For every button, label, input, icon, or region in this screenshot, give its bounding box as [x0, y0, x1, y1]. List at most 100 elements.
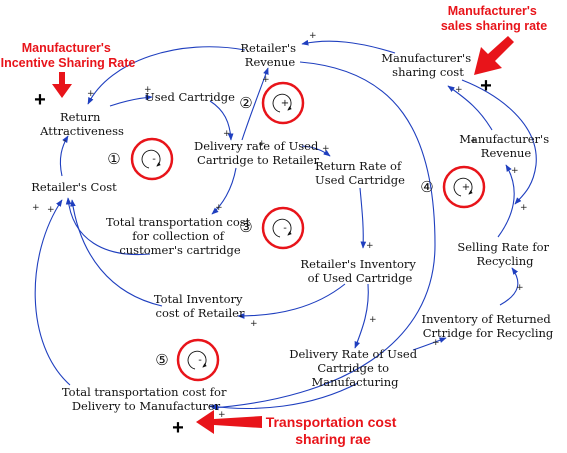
- loop-markers: ① - ② + ③ - ④ + ⑤ -: [107, 81, 486, 382]
- loop-polarity: -: [152, 154, 156, 165]
- loop-ring: [130, 137, 174, 181]
- link-transport-cost-collection-to-retailers-cost: [65, 197, 151, 256]
- node-manufacturers-revenue: Manufacturer's Revenue: [459, 132, 553, 160]
- policy-sign-sales: +: [480, 75, 492, 97]
- link-sign: +: [87, 89, 95, 99]
- node-total-transportation-cost-delivery-manufacturer: Total transportation cost for Delivery t…: [62, 385, 230, 413]
- link-sign: +: [218, 410, 226, 420]
- policy-incentive-sharing-rate: Manufacturer's Incentive Sharing Rate +: [1, 41, 136, 111]
- link-sign: +: [516, 283, 524, 293]
- loop-5: ⑤ -: [155, 338, 220, 382]
- link-signs: + + + + + + + + + - + + + + + + + + + + …: [32, 31, 528, 420]
- link-sign: +: [432, 338, 440, 348]
- link-sign: -: [63, 136, 66, 146]
- loop-number: ①: [107, 150, 120, 168]
- link-sign: +: [366, 241, 374, 251]
- loop-polarity: +: [281, 98, 289, 109]
- link-sign: +: [258, 139, 266, 149]
- link-delivery-rate-retailer-to-return-rate: [301, 145, 331, 157]
- loop-ring: [176, 338, 220, 382]
- loop-4: ④ +: [420, 165, 486, 209]
- loop-1: ① -: [107, 137, 174, 181]
- link-sign: +: [47, 205, 55, 215]
- node-selling-rate-recycling: Selling Rate for Recycling: [457, 240, 552, 268]
- loop-arrow-icon: [141, 149, 161, 169]
- loop-number: ②: [239, 94, 252, 112]
- link-retailers-revenue-to-total-transport-cost-delivery: [211, 61, 436, 411]
- link-sign: +: [455, 85, 463, 95]
- loop-polarity: +: [462, 182, 470, 193]
- node-retailers-inventory-used-cartridge: Retailer's Inventory of Used Cartridge: [300, 257, 419, 285]
- node-used-cartridge: Used Cartridge: [145, 90, 235, 104]
- policy-sales-sharing-rate: Manufacturer's sales sharing rate +: [441, 4, 547, 97]
- link-sign: +: [322, 144, 330, 154]
- loop-ring: [261, 81, 305, 125]
- causal-links: [34, 39, 537, 411]
- node-total-inventory-cost-retailer: Total Inventory cost of Retailer: [154, 292, 246, 320]
- loop-3: ③ -: [239, 206, 305, 250]
- link-delivery-rate-retailer-to-transport-cost-collection: [211, 167, 237, 215]
- link-sign: +: [215, 203, 223, 213]
- link-sign: +: [223, 129, 231, 139]
- link-sign: +: [250, 319, 258, 329]
- link-return-rate-to-retailers-inventory: [359, 187, 367, 249]
- node-delivery-rate-used-cartridge-manufacturing: Delivery Rate of Used Cartridge to Manuf…: [289, 347, 420, 389]
- node-total-transportation-cost-collection: Total transportation cost for collection…: [106, 215, 254, 257]
- link-sign: +: [520, 203, 528, 213]
- link-sign: +: [309, 31, 317, 41]
- link-manufacturers-revenue-to-sharing-cost: [447, 85, 493, 131]
- loop-arrow-icon: [272, 218, 292, 238]
- link-sign: +: [511, 166, 519, 176]
- node-retailers-revenue: Retailer's Revenue: [240, 41, 299, 69]
- node-inventory-returned-cartridge: Inventory of Returned Crtridge for Recyc…: [422, 312, 555, 340]
- link-used-cartridge-to-delivery-rate-retailer: [209, 100, 234, 141]
- link-selling-rate-to-manufacturers-revenue: [497, 164, 515, 238]
- policy-label-incentive: Manufacturer's Incentive Sharing Rate: [1, 41, 136, 70]
- link-retailers-cost-to-return-attractiveness: [59, 135, 69, 177]
- policy-sign-incentive: +: [34, 89, 46, 111]
- link-sign: +: [262, 75, 270, 85]
- left-arrow-icon: [196, 410, 262, 434]
- node-return-attractiveness: Return Attractiveness: [39, 110, 124, 138]
- link-delivery-rate-retailer-to-retailers-revenue: [241, 67, 269, 141]
- policy-transportation-cost-sharing: Transportation cost sharing rae +: [172, 410, 401, 447]
- link-return-attractiveness-to-used-cartridge: [109, 94, 153, 107]
- link-total-inventory-cost-to-retailers-cost: [70, 199, 163, 307]
- loop-arrow-icon: [187, 350, 207, 370]
- link-delivery-rate-manufacturing-to-inventory-returned: [412, 337, 447, 351]
- link-sign: +: [32, 203, 40, 213]
- loop-number: ⑤: [155, 351, 168, 369]
- node-manufacturers-sharing-cost: Manufacturer's sharing cost: [381, 51, 475, 79]
- policy-label-transport: Transportation cost sharing rae: [266, 414, 401, 447]
- policy-label-sales: Manufacturer's sales sharing rate: [441, 4, 547, 33]
- link-retailers-inventory-to-delivery-rate-manufacturing: [354, 283, 369, 349]
- link-retailers-revenue-to-return-attractiveness: [87, 46, 246, 105]
- loop-ring: [442, 165, 486, 209]
- node-delivery-rate-used-cartridge-to-retailer: Delivery rate of Used Cartridge to Retai…: [194, 139, 322, 167]
- loop-number: ④: [420, 178, 433, 196]
- link-sharing-cost-to-retailers-revenue: [301, 39, 396, 54]
- loop-2: ② +: [239, 81, 305, 125]
- loop-polarity: -: [283, 223, 287, 234]
- loop-number: ③: [239, 218, 252, 236]
- variables: Retailer's Revenue Manufacturer's sharin…: [31, 41, 554, 413]
- link-sign: +: [369, 315, 377, 325]
- loop-arrow-icon: [453, 177, 473, 197]
- link-inventory-returned-to-selling-rate: [499, 267, 519, 306]
- link-transport-cost-delivery-to-retailers-cost: [34, 199, 71, 386]
- link-sign: +: [144, 85, 152, 95]
- loop-ring: [261, 206, 305, 250]
- policy-sign-transport: +: [172, 417, 184, 439]
- link-retailers-inventory-to-total-inventory-cost: [237, 283, 346, 319]
- link-delivery-rate-manufacturing-to-transport-cost-delivery: [209, 382, 359, 410]
- down-arrow-icon: [52, 72, 72, 98]
- link-sign: +: [470, 136, 478, 146]
- node-return-rate-used-cartridge: Return Rate of Used Cartridge: [315, 159, 405, 187]
- node-retailers-cost: Retailer's Cost: [31, 180, 117, 194]
- loop-polarity: -: [198, 355, 202, 366]
- link-sharing-cost-to-manufacturers-revenue: [461, 79, 537, 205]
- down-left-arrow-icon: [474, 36, 514, 75]
- loop-arrow-icon: [272, 93, 292, 113]
